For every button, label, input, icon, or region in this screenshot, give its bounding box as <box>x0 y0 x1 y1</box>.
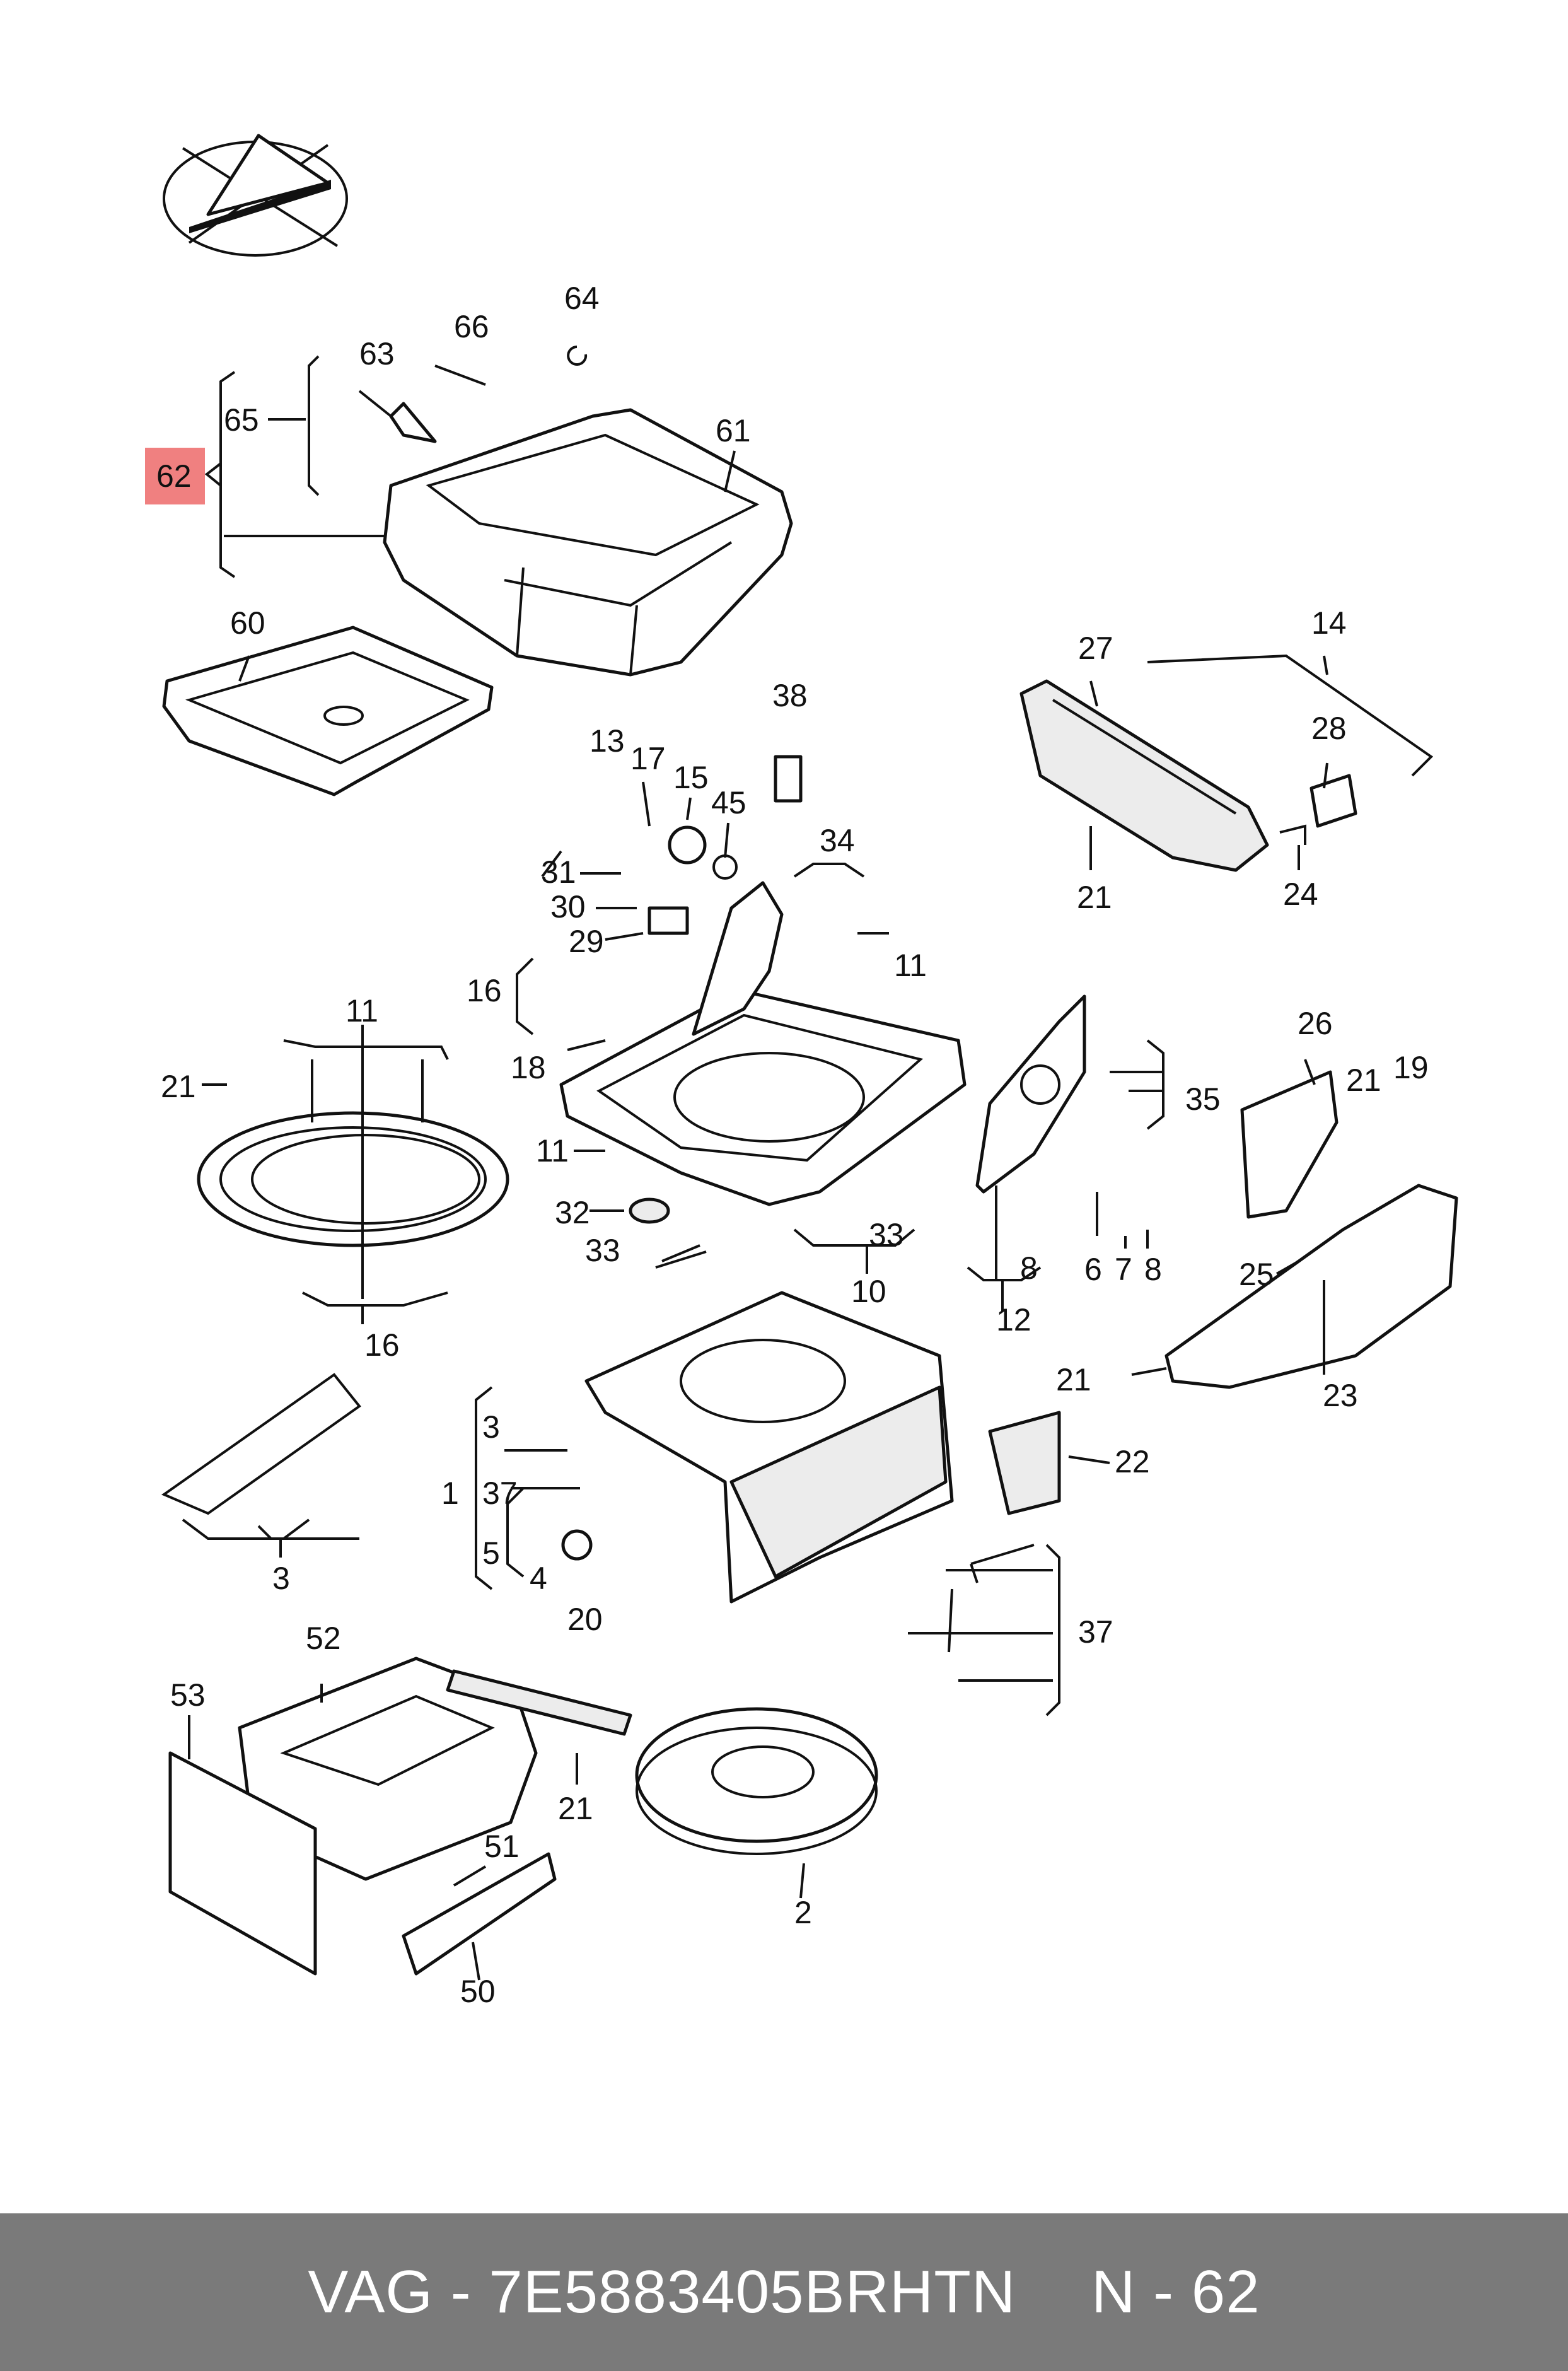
label-7: 7 <box>1115 1252 1132 1287</box>
label-37-right: 37 <box>1078 1614 1113 1650</box>
label-50: 50 <box>460 1974 496 2009</box>
highlight-box <box>145 448 205 504</box>
label-25: 25 <box>1239 1257 1274 1292</box>
label-28: 28 <box>1311 711 1347 746</box>
label-11-bolt: 11 <box>536 1133 569 1168</box>
label-64: 64 <box>564 281 600 316</box>
label-65: 65 <box>224 402 259 438</box>
label-60: 60 <box>230 605 265 641</box>
foam-cushion-part-60 <box>162 626 494 796</box>
label-21-armrest: 21 <box>1346 1063 1381 1098</box>
label-19: 19 <box>1393 1050 1429 1085</box>
label-33-frame: 33 <box>869 1217 904 1252</box>
label-38: 38 <box>772 678 808 713</box>
label-1: 1 <box>441 1476 459 1511</box>
label-3-bottom: 3 <box>272 1561 290 1596</box>
label-21-bottom: 21 <box>558 1791 593 1826</box>
armrest-part-23 <box>1164 1070 1458 1389</box>
label-15: 15 <box>673 760 709 795</box>
bracket-part-12 <box>975 994 1086 1194</box>
label-32: 32 <box>555 1195 590 1230</box>
ring-part-11 <box>197 1111 509 1247</box>
footer-bar: VAG - 7E5883405BRHTN N - 62 <box>0 2213 1568 2371</box>
label-35: 35 <box>1185 1081 1221 1117</box>
label-30: 30 <box>550 889 586 924</box>
label-3-top: 3 <box>482 1409 500 1445</box>
part-number: VAG - 7E5883405BRHTN <box>308 2258 1016 2326</box>
label-4: 4 <box>530 1561 547 1596</box>
label-52: 52 <box>306 1621 341 1656</box>
label-24: 24 <box>1283 877 1318 912</box>
label-8-left: 8 <box>1020 1250 1038 1286</box>
small-parts <box>161 346 1357 1736</box>
seat-cover-part-61 <box>383 408 793 677</box>
label-12: 12 <box>996 1302 1031 1337</box>
callout-labels: 62 65 63 66 64 61 60 27 14 38 28 13 17 1… <box>156 281 1429 2009</box>
label-22: 22 <box>1115 1444 1150 1479</box>
label-5: 5 <box>482 1535 500 1571</box>
label-51: 51 <box>484 1829 520 1864</box>
label-10: 10 <box>851 1274 886 1309</box>
label-37-left: 37 <box>482 1476 518 1511</box>
label-23: 23 <box>1323 1378 1358 1413</box>
label-13: 13 <box>589 723 625 759</box>
label-6: 6 <box>1084 1252 1102 1287</box>
brand-logo <box>163 134 348 257</box>
label-21-mid: 21 <box>1056 1362 1091 1397</box>
mechanism-part-27 <box>1019 654 1434 872</box>
label-11-right: 11 <box>894 948 927 983</box>
label-8-right: 8 <box>1144 1252 1162 1287</box>
label-21-left: 21 <box>161 1069 196 1104</box>
seat-frame-part-10 <box>559 881 967 1206</box>
seat-base-part-1 <box>584 1291 954 1604</box>
label-18: 18 <box>511 1050 546 1085</box>
label-61: 61 <box>716 413 751 448</box>
label-34: 34 <box>820 823 855 858</box>
label-17: 17 <box>630 741 666 776</box>
label-45: 45 <box>711 785 746 820</box>
parts-diagram: 62 65 63 66 64 61 60 27 14 38 28 13 17 1… <box>145 134 1458 2009</box>
label-16-top: 16 <box>467 973 502 1008</box>
label-66: 66 <box>454 309 489 344</box>
label-11-ring: 11 <box>346 993 378 1028</box>
label-63: 63 <box>359 336 395 371</box>
label-21-top: 21 <box>1077 880 1112 915</box>
label-14: 14 <box>1311 605 1347 641</box>
label-26: 26 <box>1298 1006 1333 1041</box>
label-31: 31 <box>541 854 576 890</box>
turntable-part-2 <box>635 1707 878 1855</box>
label-53: 53 <box>170 1677 206 1713</box>
callout-lines <box>182 355 1328 1981</box>
label-27: 27 <box>1078 631 1113 666</box>
rail-part-50 <box>402 1852 557 1976</box>
label-2: 2 <box>794 1895 812 1930</box>
label-33-spring: 33 <box>585 1233 620 1268</box>
label-16-bottom: 16 <box>364 1327 400 1363</box>
label-62: 62 <box>156 458 192 494</box>
diagram-reference: N - 62 <box>1091 2258 1260 2326</box>
label-20: 20 <box>567 1602 603 1637</box>
drawer-part-52 <box>168 1657 538 1976</box>
label-29: 29 <box>569 924 604 959</box>
